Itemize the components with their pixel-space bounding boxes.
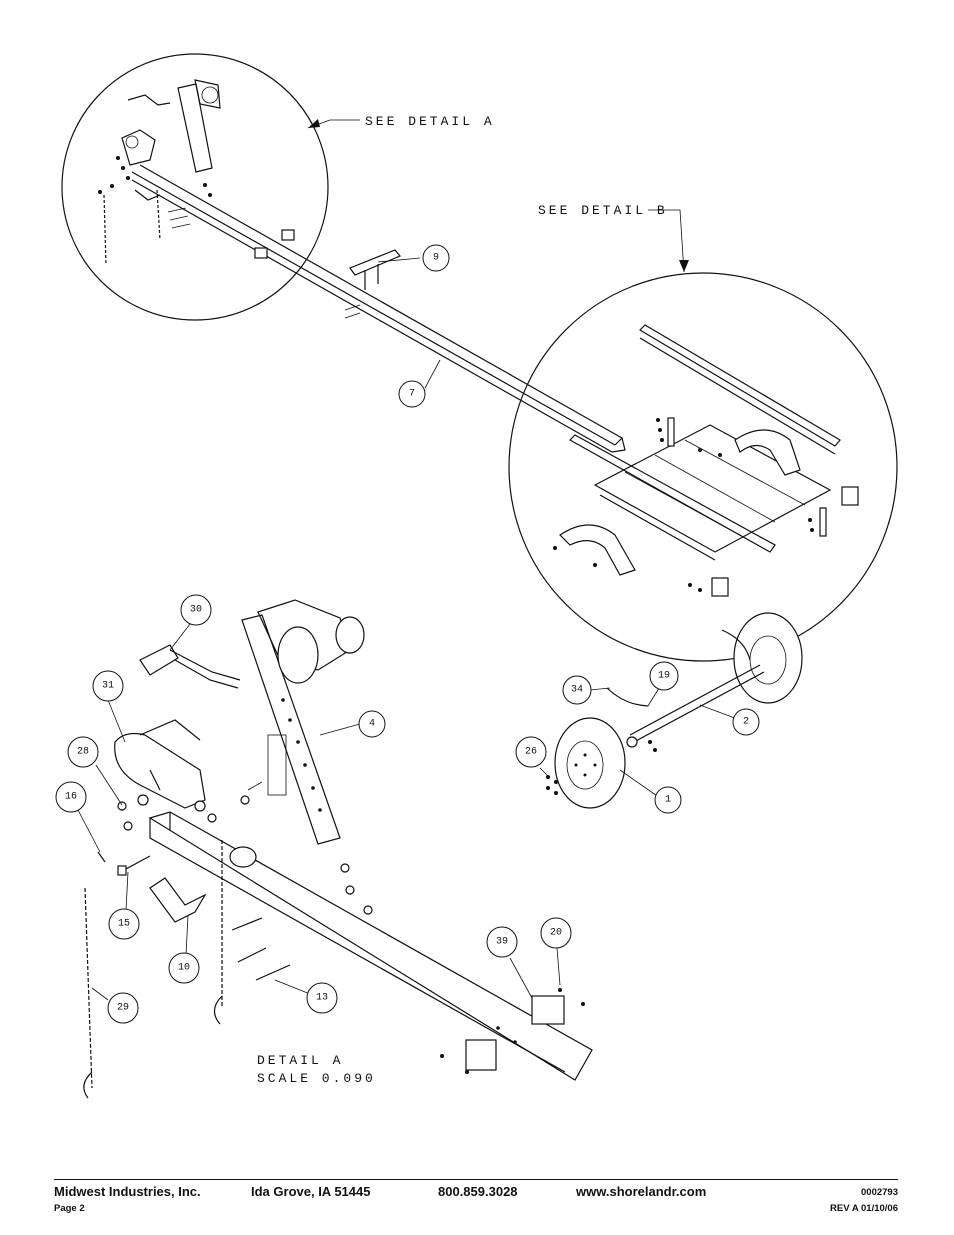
wheel-right-rear	[721, 612, 803, 704]
detail-b-circle	[508, 272, 898, 662]
callout-15: 15	[108, 908, 140, 940]
bolt-16	[97, 851, 106, 863]
axle	[606, 664, 765, 743]
winch-stand-small	[127, 79, 221, 173]
svg-text:39: 39	[496, 937, 508, 948]
callout-10: 10	[168, 952, 200, 984]
footer-location: Ida Grove, IA 51445	[251, 1184, 371, 1199]
callout-26: 26	[515, 736, 547, 768]
safety-chain-small-left	[103, 194, 107, 266]
leader-lines	[77, 119, 741, 1001]
safety-chain-29	[84, 887, 93, 1089]
arrow-detail-b	[679, 260, 689, 272]
callout-19: 19	[649, 661, 679, 691]
bolts-13	[231, 863, 373, 981]
svg-text:7: 7	[409, 389, 415, 400]
bolts-small	[98, 156, 212, 229]
footer-page: Page 2	[54, 1203, 85, 1214]
svg-text:16: 16	[65, 792, 77, 803]
svg-text:28: 28	[77, 747, 89, 758]
winch-stand-detail	[241, 599, 365, 845]
footer-revision: REV A 01/10/06	[830, 1203, 898, 1214]
callout-30: 30	[180, 594, 212, 626]
tongue-jack-plate	[344, 249, 401, 319]
coupler-detail	[114, 719, 206, 809]
svg-text:19: 19	[658, 671, 670, 682]
winch-handle	[139, 644, 241, 689]
detail-a-circle	[61, 53, 329, 321]
callout-20: 20	[540, 917, 572, 949]
light-small-2	[254, 247, 268, 259]
footer-rule	[54, 1179, 898, 1180]
callout-31: 31	[92, 670, 124, 702]
callout-39: 39	[486, 926, 518, 958]
callout-1: 1	[654, 786, 682, 814]
coupler-small	[121, 129, 156, 166]
wheel-front	[554, 717, 638, 809]
footer-website[interactable]: www.shorelandr.com	[576, 1184, 707, 1199]
hook-29	[83, 1071, 93, 1099]
light-small-1	[281, 229, 295, 241]
svg-text:2: 2	[743, 717, 749, 728]
svg-text:34: 34	[571, 685, 583, 696]
callout-28: 28	[67, 736, 99, 768]
trailer-frame	[559, 324, 859, 597]
bracket-small	[134, 189, 161, 201]
tongue-tube-detail	[148, 811, 593, 1081]
frame-hardware-dots	[553, 418, 814, 592]
arrow-detail-a	[308, 119, 320, 128]
callout-13: 13	[306, 982, 338, 1014]
note-see-detail-b: SEE DETAIL B	[538, 203, 668, 218]
callout-4: 4	[358, 710, 386, 738]
tongue-tube-overview	[131, 164, 626, 453]
hook-right	[213, 995, 223, 1025]
bolt-15	[123, 855, 151, 871]
svg-text:29: 29	[117, 1003, 129, 1014]
svg-text:4: 4	[369, 719, 375, 730]
svg-text:9: 9	[433, 253, 439, 264]
light-screws	[440, 988, 585, 1074]
svg-text:26: 26	[525, 747, 537, 758]
coupler-hardware	[117, 781, 263, 831]
note-see-detail-a: SEE DETAIL A	[365, 114, 495, 129]
footer-doc-number: 0002793	[861, 1187, 898, 1198]
lug-nuts	[546, 740, 657, 795]
bracket-10	[149, 877, 207, 923]
callout-29: 29	[107, 992, 139, 1024]
safety-chain-small-right	[156, 189, 161, 241]
svg-text:30: 30	[190, 605, 202, 616]
detail-a-scale: SCALE 0.090	[257, 1071, 376, 1086]
footer-phone: 800.859.3028	[438, 1184, 518, 1199]
callout-34: 34	[562, 675, 592, 705]
svg-text:31: 31	[102, 681, 114, 692]
light-lower	[465, 1039, 497, 1071]
callout-16: 16	[55, 781, 87, 813]
bolt-15-head	[117, 865, 127, 876]
detail-a-title: DETAIL A	[257, 1053, 343, 1068]
svg-text:1: 1	[665, 795, 671, 806]
callout-2: 2	[732, 708, 760, 736]
svg-text:15: 15	[118, 919, 130, 930]
callout-9: 9	[422, 244, 450, 272]
callout-7: 7	[398, 380, 426, 408]
svg-text:10: 10	[178, 963, 190, 974]
svg-text:20: 20	[550, 928, 562, 939]
footer-company: Midwest Industries, Inc.	[54, 1184, 201, 1199]
light-39	[531, 995, 565, 1025]
svg-text:13: 13	[316, 993, 328, 1004]
